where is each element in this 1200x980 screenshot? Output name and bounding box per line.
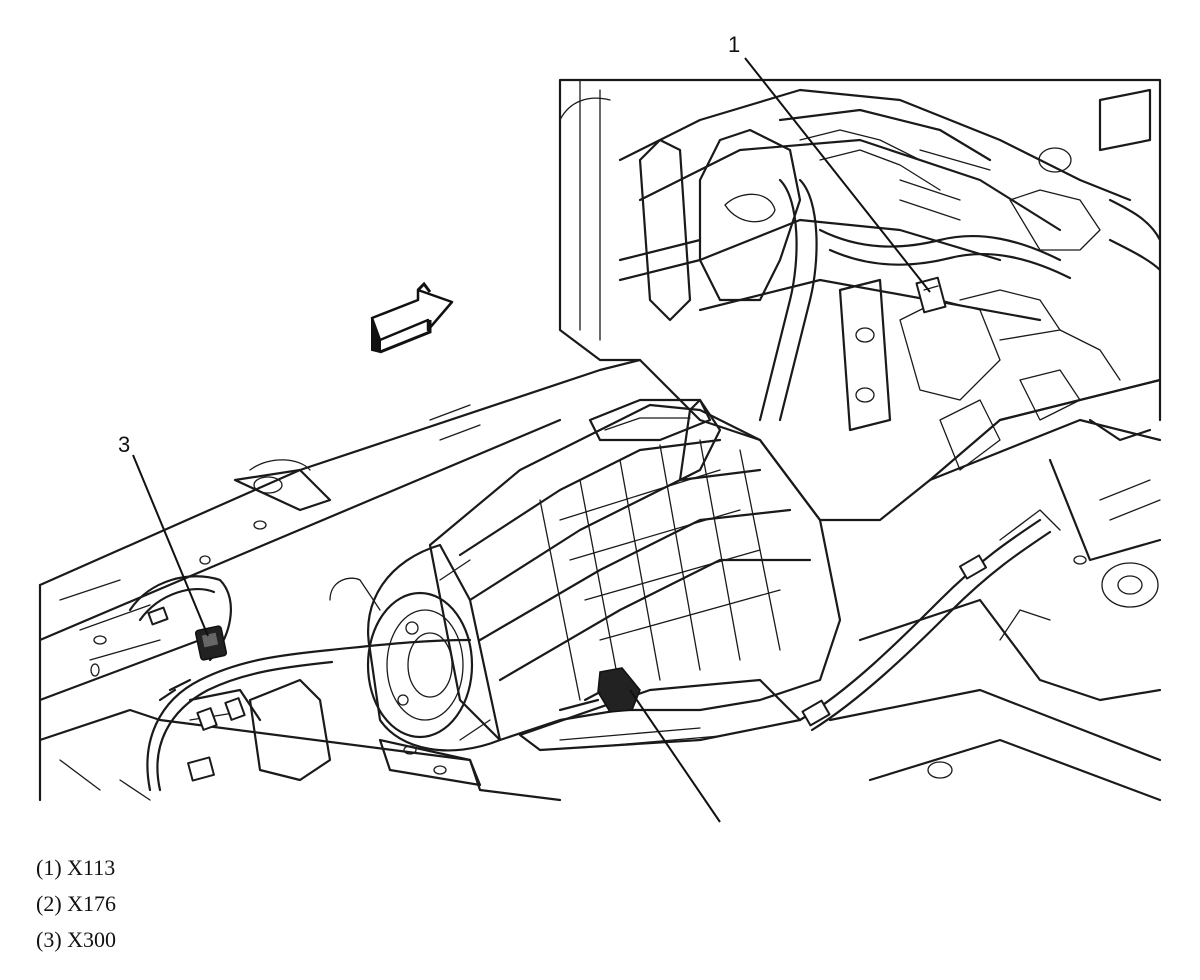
connector-x300 bbox=[194, 625, 228, 661]
callout-2: 2 bbox=[728, 826, 740, 830]
tail-housing bbox=[329, 543, 502, 752]
legend-item-1: (1) X113 bbox=[36, 855, 116, 880]
frame-right bbox=[828, 378, 1162, 802]
engine-transmission-diagram: 1 2 3 bbox=[38, 32, 1162, 830]
front-direction-arrow bbox=[370, 281, 454, 354]
legend: (1) X113 (2) X176 (3) X300 bbox=[36, 850, 116, 958]
engine-block bbox=[558, 78, 1162, 522]
legend-item-2: (2) X176 bbox=[36, 891, 117, 916]
callout-3: 3 bbox=[118, 432, 130, 457]
connector-x113 bbox=[915, 276, 947, 314]
legend-item-3: (3) X300 bbox=[36, 927, 117, 952]
wiring-harness bbox=[128, 575, 472, 792]
callout-1: 1 bbox=[728, 32, 740, 57]
connector-x176 bbox=[558, 667, 641, 713]
frame-rails bbox=[38, 358, 642, 802]
wiring-harness-right bbox=[798, 509, 1061, 732]
callout-leaders bbox=[132, 57, 931, 823]
transmission bbox=[428, 398, 842, 752]
